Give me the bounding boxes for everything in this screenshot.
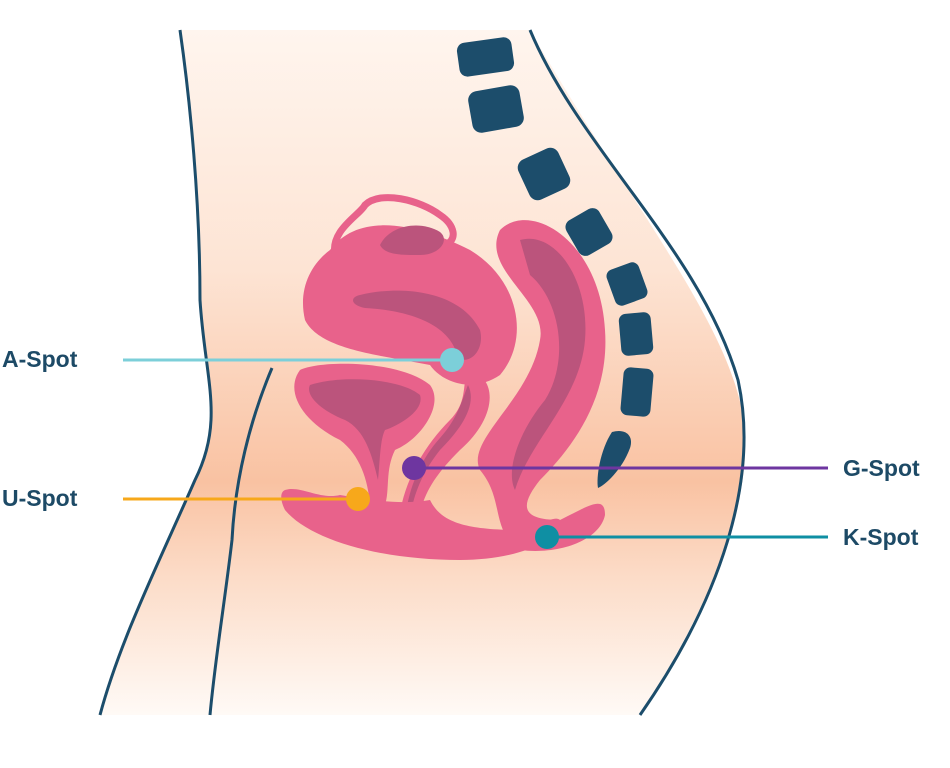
spine-vertebrae <box>456 37 654 488</box>
body-fill <box>100 30 746 715</box>
k-spot-pointer <box>535 525 828 549</box>
pelvic-organs <box>281 194 606 560</box>
body-outline <box>98 29 746 716</box>
a-spot-pointer <box>123 348 464 372</box>
g-spot-pointer <box>402 456 828 480</box>
a-spot-label: A-Spot <box>2 346 78 372</box>
k-spot-label: K-Spot <box>843 524 919 550</box>
u-spot-pointer <box>123 487 370 511</box>
u-spot-label: U-Spot <box>2 485 78 511</box>
g-spot-label: G-Spot <box>843 455 920 481</box>
